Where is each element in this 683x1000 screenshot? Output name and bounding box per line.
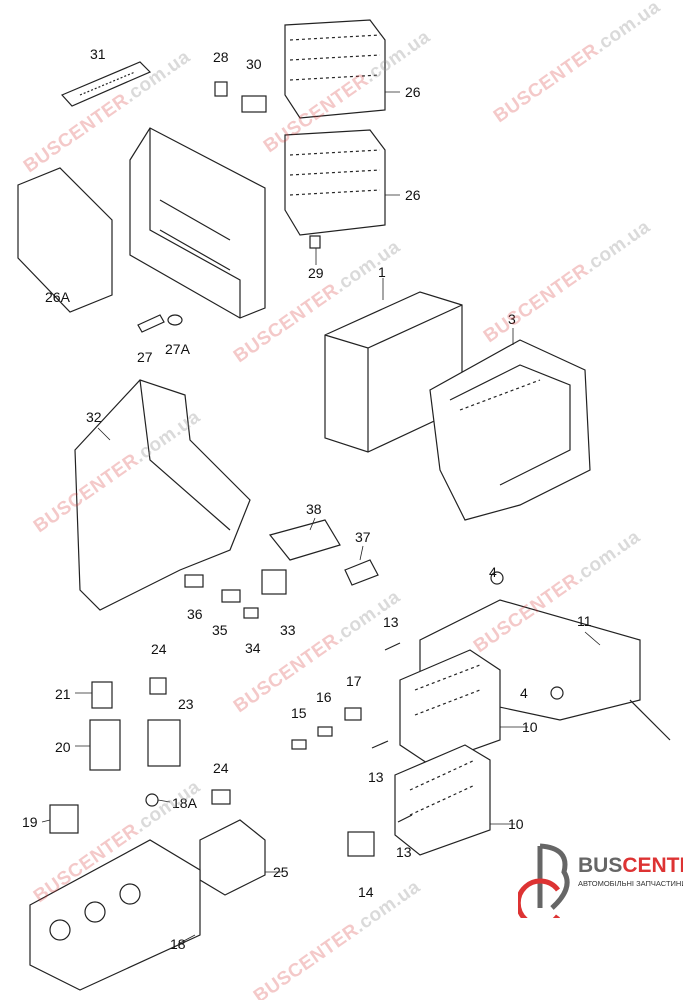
callout-26: 26: [405, 187, 421, 203]
part-4: [550, 686, 564, 700]
part-17: [344, 707, 362, 721]
part-18: [29, 839, 201, 991]
callout-18: 18: [170, 936, 186, 952]
callout-34: 34: [245, 640, 261, 656]
fuse-box-frame: [129, 127, 266, 319]
callout-14: 14: [358, 884, 374, 900]
callout-27: 27: [137, 349, 153, 365]
callout-26: 26: [405, 84, 421, 100]
callout-21: 21: [55, 686, 71, 702]
callout-30: 30: [246, 56, 262, 72]
part-10-upper: [399, 649, 501, 766]
part-21: [91, 681, 113, 709]
callout-10: 10: [508, 816, 524, 832]
callout-25: 25: [273, 864, 289, 880]
part-19: [49, 804, 79, 834]
logo-subtitle: АВТОМОБІЛЬНІ ЗАПЧАСТИНИ: [578, 879, 683, 888]
callout-24: 24: [151, 641, 167, 657]
part-24: [211, 789, 231, 805]
callout-1: 1: [378, 264, 386, 280]
logo-mark-icon: [515, 843, 570, 928]
part-10-lower: [394, 744, 491, 856]
callout-26A: 26A: [45, 289, 70, 305]
leader-lines: [41, 91, 601, 945]
callout-4: 4: [489, 564, 497, 580]
callout-4: 4: [520, 685, 528, 701]
part-13: [384, 642, 401, 651]
part-35: [221, 589, 241, 603]
callout-20: 20: [55, 739, 71, 755]
part-31: [60, 61, 152, 107]
part-25: [199, 819, 266, 896]
callout-32: 32: [86, 409, 102, 425]
callout-16: 16: [316, 689, 332, 705]
callout-24: 24: [213, 760, 229, 776]
callout-29: 29: [308, 265, 324, 281]
callout-33: 33: [280, 622, 296, 638]
part-15: [291, 739, 307, 750]
callout-27A: 27A: [165, 341, 190, 357]
part-26-upper: [284, 19, 386, 119]
part-32: [74, 379, 251, 611]
callout-36: 36: [187, 606, 203, 622]
part-29: [309, 235, 321, 249]
part-13: [371, 740, 389, 749]
callout-3: 3: [508, 311, 516, 327]
part-26A: [17, 167, 113, 313]
callout-17: 17: [346, 673, 362, 689]
callout-13: 13: [368, 769, 384, 785]
callout-10: 10: [522, 719, 538, 735]
callout-38: 38: [306, 501, 322, 517]
part-27: [137, 314, 165, 333]
part-26-lower: [284, 129, 386, 236]
part-14: [347, 831, 375, 857]
callout-11: 11: [577, 613, 592, 629]
logo-brand: BUSCENTER: [578, 854, 683, 877]
callout-13: 13: [383, 614, 399, 630]
part-33: [261, 569, 287, 595]
callout-35: 35: [212, 622, 228, 638]
part-13: [397, 814, 413, 823]
part-4: [490, 571, 504, 585]
part-34: [243, 607, 259, 619]
callout-37: 37: [355, 529, 371, 545]
part-3: [429, 339, 591, 521]
part-20: [89, 719, 121, 771]
buscenter-logo: BUSCENTER АВТОМОБІЛЬНІ ЗАПЧАСТИНИ: [515, 838, 683, 928]
callout-18A: 18A: [172, 795, 197, 811]
part-38: [268, 519, 341, 561]
part-23: [147, 719, 181, 767]
part-36: [184, 574, 204, 588]
callout-15: 15: [291, 705, 307, 721]
callout-13: 13: [396, 844, 412, 860]
part-24: [149, 677, 167, 695]
callout-19: 19: [22, 814, 38, 830]
part-28-30: [214, 81, 267, 113]
callout-31: 31: [90, 46, 106, 62]
callout-28: 28: [213, 49, 229, 65]
part-16: [317, 726, 333, 737]
callout-23: 23: [178, 696, 194, 712]
part-27A: [167, 314, 183, 326]
part-37: [344, 559, 379, 586]
